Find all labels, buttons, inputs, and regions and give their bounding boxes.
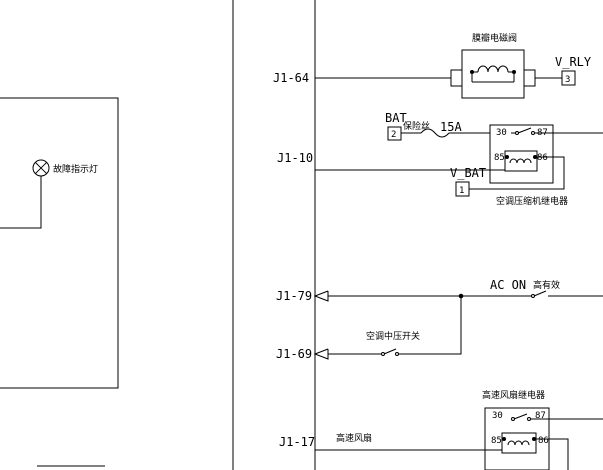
v-bat-label: V_BAT [450,166,486,180]
v-rly-number: 3 [565,75,570,85]
wire-j1-10 [315,163,506,171]
fault-lamp-label: 故障指示灯 [53,163,98,175]
bat-label: BAT [385,111,407,125]
ac-on-label: AC ON [490,278,526,292]
relay1-coil-box [504,150,538,172]
compressor-relay-label: 空调压缩机继电器 [496,195,568,207]
high-fan-label: 高速风扇 [336,432,372,444]
relay2-pin-85: 85 [491,436,502,446]
relay1-pin-30: 30 [496,128,507,138]
relay1-switch-arm [517,127,532,134]
relay1-coil-dot-b [533,155,537,159]
high-fan-relay-label: 高速风扇继电器 [482,389,545,401]
lamp-wire [0,176,42,229]
fuse-label: 保险丝 [403,120,430,132]
j1-79-arrow-icon [313,290,329,302]
pin-j1-17: J1-17 [279,435,315,449]
relay2-coil-dot-a [502,437,506,441]
relay1-coil-dot-a [505,155,509,159]
pin-j1-79: J1-79 [276,289,312,303]
fuse-icon [420,128,450,138]
pressure-switch-arm [383,348,397,355]
pin-j1-64: J1-64 [273,71,309,85]
solenoid-valve-label: 膜瓣电磁阀 [472,32,517,44]
v-bat-number: 1 [459,186,464,196]
fuse-rating: 15A [440,120,462,134]
ac-pressure-switch-label: 空调中压开关 [366,330,420,342]
ac-on-circuit: J1-79 AC ON 高有效 J1-69 空调中压开关 [276,278,603,361]
left-frame-box [0,97,119,389]
pin-j1-69: J1-69 [276,347,312,361]
pin-j1-10: J1-10 [277,151,313,165]
relay1-pin-86: 86 [537,153,548,163]
relay2-coil-box [501,432,537,454]
relay1-contact-fixed [531,131,535,135]
relay2-pin-30: 30 [492,411,503,421]
row-j1-64: J1-64 膜瓣电磁阀 V_RLY 3 [273,32,592,99]
j1-69-arrow-icon [313,348,329,360]
high-fan-relay-circuit: 高速风扇继电器 30 87 85 86 J1-17 高速风扇 [279,389,603,470]
bat-number: 2 [391,130,396,140]
v-rly-label: V_RLY [555,55,592,69]
relay2-switch-arm [513,413,528,420]
solenoid-coil-icon [477,65,509,73]
wire-v-bat-relay [469,156,565,190]
ac-on-switch-arm [533,290,547,297]
solenoid-valve-box [461,49,525,99]
wire-pressure-switch-junction [398,296,462,355]
compressor-relay-circuit: BAT 2 保险丝 15A 30 87 85 86 空调压缩机继电器 J1-10… [277,111,603,207]
wire-relay2-86 [534,438,569,470]
relay2-coil-icon [507,440,530,446]
relay2-pin-87: 87 [535,411,546,421]
lamp-icon [32,159,50,177]
relay2-pin-86: 86 [538,436,549,446]
v-rly-terminal [561,70,576,86]
relay2-contact-fixed [527,417,531,421]
fault-lamp-circuit: 故障指示灯 [0,159,98,229]
solenoid-terminal-left [450,69,463,87]
solenoid-terminal-right [523,69,536,87]
relay1-coil-icon [509,158,532,164]
compressor-relay-box [489,124,554,184]
relay1-pin-85: 85 [494,153,505,163]
active-high-label: 高有效 [533,279,560,291]
lamp-cross-b [34,161,48,175]
